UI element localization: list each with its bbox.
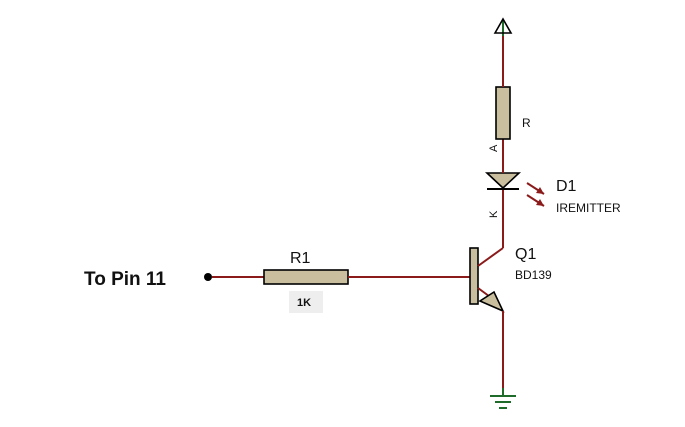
ground-symbol-icon bbox=[490, 388, 516, 409]
resistor-r1-ref: R1 bbox=[290, 250, 311, 267]
resistor-r1-value: 1K bbox=[297, 297, 311, 309]
diode-d1-value: IREMITTER bbox=[556, 201, 621, 215]
resistor-r1-value-tag bbox=[289, 291, 323, 313]
diode-d1-anode-pin-label: A bbox=[488, 144, 500, 152]
diode-d1-ref: D1 bbox=[556, 178, 577, 195]
transistor-q1-value: BD139 bbox=[515, 268, 552, 282]
diode-d1-emission-arrows-icon bbox=[526, 182, 545, 207]
resistor-r1[interactable]: R1 1K bbox=[263, 250, 349, 313]
resistor-r[interactable]: R bbox=[495, 86, 531, 140]
transistor-q1-emitter-arrow-icon bbox=[478, 290, 505, 313]
transistor-q1[interactable]: Q1 BD139 bbox=[469, 246, 552, 313]
net-label-to-pin-11: To Pin 11 bbox=[84, 269, 166, 290]
diode-d1[interactable]: A K D1 IREMITTER bbox=[484, 144, 621, 218]
resistor-r-body bbox=[495, 86, 511, 140]
transistor-q1-ref: Q1 bbox=[515, 246, 536, 263]
transistor-q1-base-bar bbox=[469, 247, 479, 305]
diode-d1-cathode-pin-label: K bbox=[488, 210, 500, 218]
resistor-r1-body bbox=[263, 269, 349, 285]
resistor-r-ref: R bbox=[522, 116, 531, 130]
power-terminal-icon bbox=[493, 17, 513, 36]
transistor-q1-collector-leg bbox=[477, 247, 504, 267]
input-terminal[interactable] bbox=[204, 273, 212, 281]
diode-d1-triangle bbox=[484, 172, 522, 190]
